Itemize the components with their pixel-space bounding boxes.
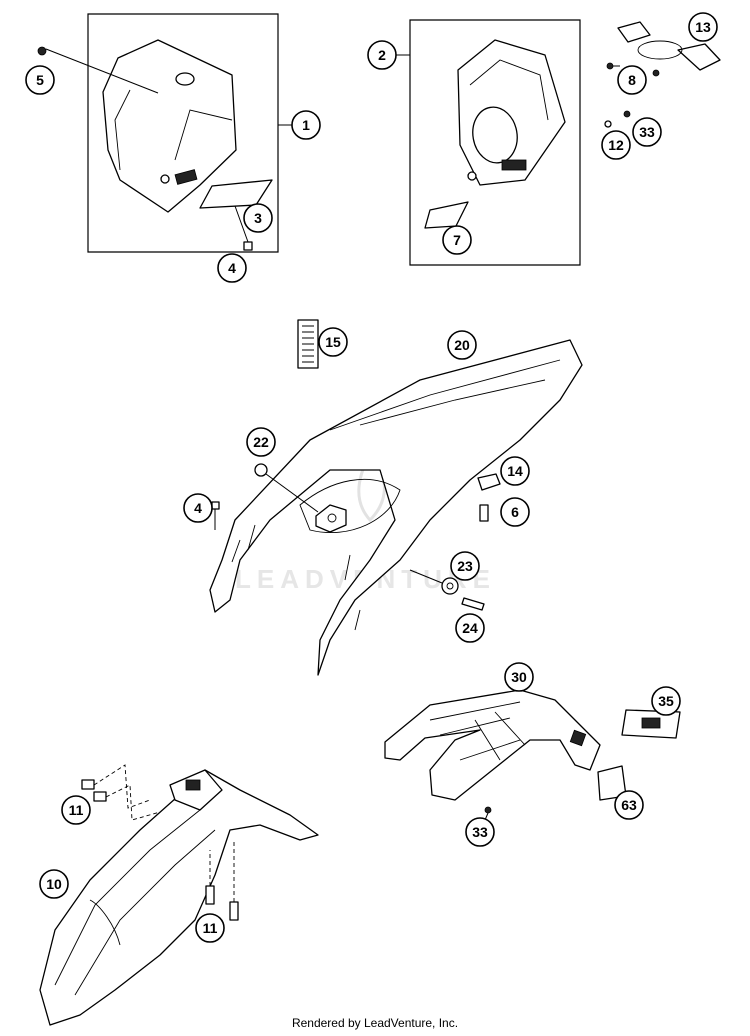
callout-30: 30 — [504, 662, 534, 692]
part-rear-fender-20 — [209, 339, 583, 676]
callout-15: 15 — [318, 327, 348, 357]
callout-label: 3 — [254, 210, 262, 226]
part-bolt-4-mid — [211, 501, 220, 530]
callout-11-bottom: 11 — [195, 913, 225, 943]
part-bolt-6 — [479, 504, 489, 522]
part-headlight-unit — [457, 39, 566, 186]
callout-4-mid: 4 — [183, 493, 213, 523]
callout-24: 24 — [455, 613, 485, 643]
callout-label: 2 — [378, 47, 386, 63]
part-nut-22 — [254, 463, 319, 513]
callout-label: 33 — [639, 124, 655, 140]
callout-22: 22 — [246, 427, 276, 457]
part-bushing-23 — [409, 569, 459, 595]
callout-label: 35 — [658, 693, 674, 709]
callout-8: 8 — [617, 65, 647, 95]
callout-label: 33 — [472, 824, 488, 840]
callout-label: 7 — [453, 232, 461, 248]
callout-label: 11 — [69, 802, 84, 818]
callout-label: 6 — [511, 504, 519, 520]
callout-20: 20 — [447, 330, 477, 360]
part-screw-5 — [37, 46, 159, 94]
part-air-filter-15 — [297, 319, 319, 369]
part-nut-12 — [604, 120, 612, 128]
part-bushing-14 — [477, 473, 501, 491]
part-headlight-mask — [102, 39, 237, 213]
callout-2: 2 — [367, 40, 397, 70]
callout-label: 4 — [194, 500, 202, 516]
callout-12: 12 — [601, 130, 631, 160]
callout-23: 23 — [450, 551, 480, 581]
callout-4: 4 — [217, 253, 247, 283]
callout-label: 5 — [36, 72, 44, 88]
callout-label: 24 — [462, 620, 478, 636]
callout-label: 22 — [253, 434, 269, 450]
part-bolt-24 — [461, 597, 485, 611]
kit-frame-2 — [409, 19, 581, 266]
callout-label: 12 — [608, 137, 624, 153]
callout-14: 14 — [500, 456, 530, 486]
callout-label: 11 — [203, 920, 218, 936]
callout-label: 23 — [457, 558, 473, 574]
part-screw-33-bottom — [484, 806, 492, 821]
callout-7: 7 — [442, 225, 472, 255]
part-bolt-4-top — [234, 205, 253, 251]
callout-6: 6 — [500, 497, 530, 527]
callout-10: 10 — [39, 869, 69, 899]
callout-11-top: 11 — [61, 795, 91, 825]
callout-label: 20 — [454, 337, 470, 353]
callout-label: 13 — [695, 19, 711, 35]
part-front-fender-10 — [39, 769, 319, 1026]
part-decal-7 — [424, 201, 469, 229]
callout-label: 30 — [511, 669, 527, 685]
callout-label: 15 — [325, 334, 341, 350]
callout-label: 10 — [46, 876, 62, 892]
part-bolts-11-top — [81, 764, 161, 821]
callout-label: 14 — [507, 463, 523, 479]
callout-63: 63 — [614, 790, 644, 820]
callout-33-bottom: 33 — [465, 817, 495, 847]
callout-33: 33 — [632, 117, 662, 147]
callout-label: 8 — [628, 72, 636, 88]
footer-credit: Rendered by LeadVenture, Inc. — [291, 1016, 459, 1030]
part-subframe-30 — [384, 689, 601, 801]
callout-label: 4 — [228, 260, 236, 276]
part-screw-33-top — [623, 110, 631, 118]
callout-label: 63 — [621, 797, 637, 813]
part-bolts-11-bottom — [205, 840, 239, 921]
callout-5: 5 — [25, 65, 55, 95]
callout-label: 1 — [302, 117, 310, 133]
callout-35: 35 — [651, 686, 681, 716]
part-screws-8 — [606, 62, 660, 77]
callout-1: 1 — [291, 110, 321, 140]
kit-frame-1 — [87, 13, 279, 253]
callout-3: 3 — [243, 203, 273, 233]
part-strap-13 — [617, 21, 721, 71]
callout-13: 13 — [688, 12, 718, 42]
